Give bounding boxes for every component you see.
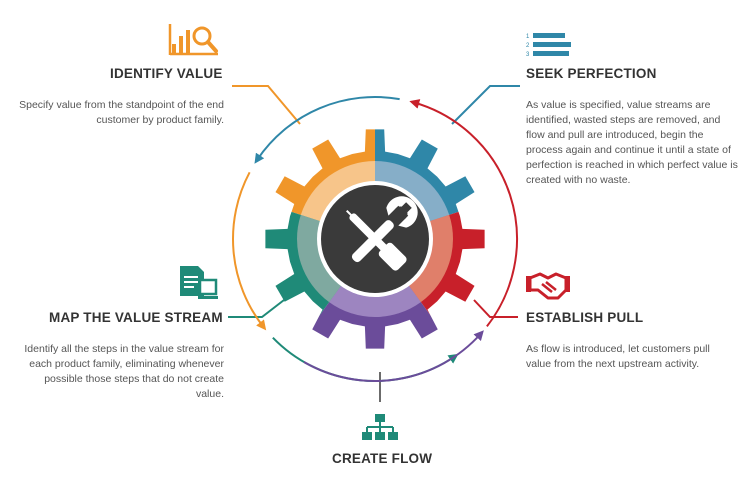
list-number-3: 3 <box>526 52 530 58</box>
connector-pull <box>473 299 518 318</box>
chart-magnifier-icon <box>168 24 218 56</box>
wrench-screwdriver-icon <box>346 196 418 271</box>
identify-value-description: Specify value from the standpoint of the… <box>19 99 224 126</box>
arc-identify-to-map <box>232 171 267 331</box>
list-number-1: 1 <box>526 34 530 40</box>
arc-map-to-flow <box>272 336 459 382</box>
connector-seek <box>451 85 520 125</box>
arc-flow-to-pull <box>303 330 484 382</box>
cycle-arrows <box>232 96 518 382</box>
create-flow-title: CREATE FLOW <box>332 451 433 466</box>
map-value-stream-title: MAP THE VALUE STREAM <box>49 310 223 325</box>
documents-icon <box>180 266 218 299</box>
connector-identify <box>232 85 301 125</box>
connector-map <box>228 299 285 318</box>
list-number-2: 2 <box>526 43 530 49</box>
establish-pull-description: As flow is introduced, let customers pul… <box>526 343 710 370</box>
handshake-icon <box>526 272 570 300</box>
arc-pull-to-seek <box>409 99 518 328</box>
establish-pull-title: ESTABLISH PULL <box>526 310 644 325</box>
map-value-stream-description: Identify all the steps in the value stre… <box>24 343 224 400</box>
flowchart-icon <box>362 414 398 440</box>
seek-perfection-title: SEEK PERFECTION <box>526 66 657 81</box>
arc-seek-to-identify <box>254 96 400 164</box>
identify-value-title: IDENTIFY VALUE <box>110 66 223 81</box>
numbered-list-icon: 1 2 3 <box>526 33 571 58</box>
seek-perfection-description: As value is specified, value streams are… <box>526 99 738 186</box>
